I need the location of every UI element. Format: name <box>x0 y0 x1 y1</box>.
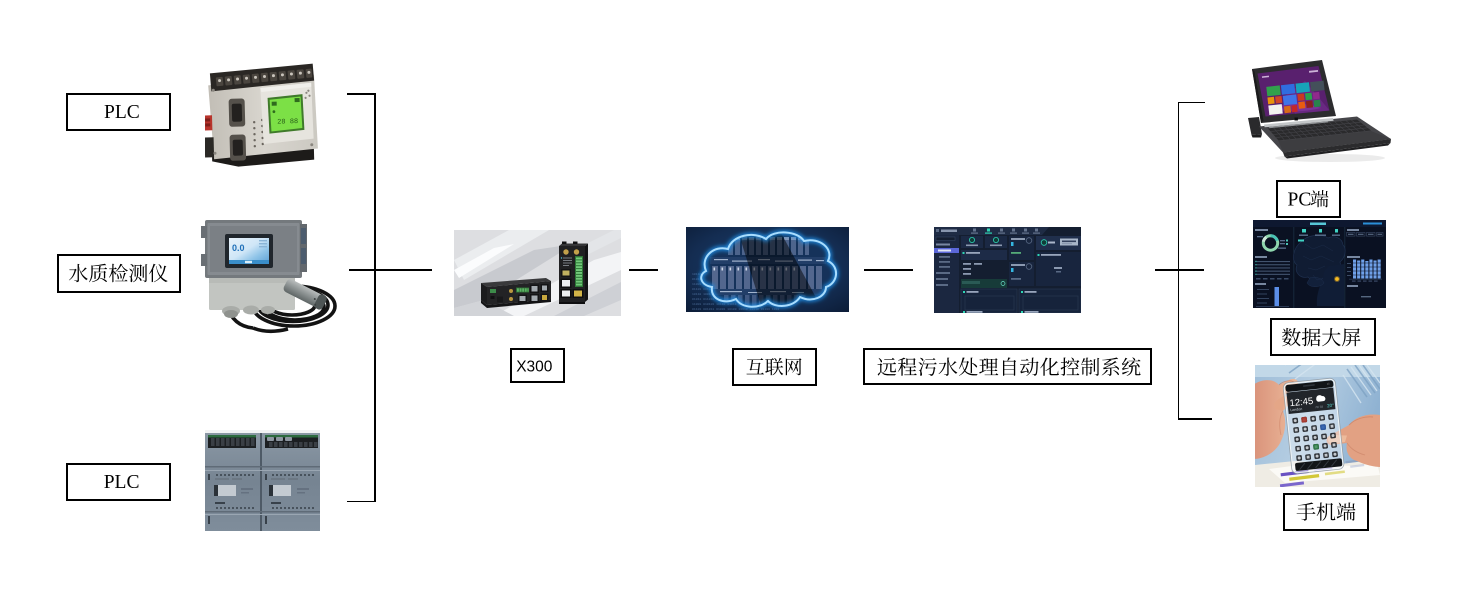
svg-text:X300: X300 <box>516 358 553 375</box>
svg-text:London: London <box>1290 407 1302 412</box>
svg-text:11001 010101 10110 01011 01101: 11001 010101 10110 01011 01101 00110 110… <box>692 302 779 306</box>
svg-text:PC: PC <box>1288 190 1312 211</box>
svg-text:0.0: 0.0 <box>232 243 245 253</box>
svg-text:PLC: PLC <box>104 472 140 493</box>
svg-text:12:45: 12:45 <box>1289 396 1314 409</box>
svg-text:20°: 20° <box>1327 403 1335 409</box>
svg-text:70/ 58: 70/ 58 <box>1315 404 1324 409</box>
svg-text:01101 001011 01001 10100 10010: 01101 001011 01001 10100 10010 10010 011… <box>692 307 779 311</box>
svg-text:15: 15 <box>1327 381 1331 385</box>
svg-text:PLC: PLC <box>104 102 140 123</box>
svg-text:28 88: 28 88 <box>277 118 298 127</box>
